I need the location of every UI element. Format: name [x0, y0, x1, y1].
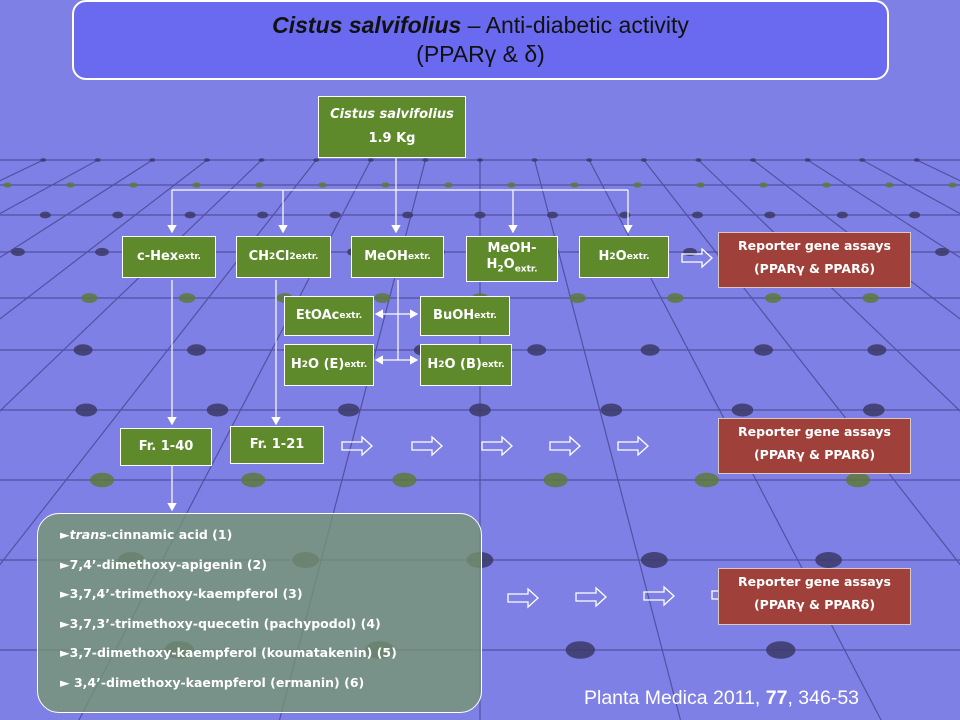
fraction-box-2: Fr. 1-21: [230, 426, 324, 464]
extract-h2o-sub: 2: [609, 252, 616, 262]
citation-pages: , 346-53: [787, 687, 860, 709]
extract-etoac-sub: extr.: [339, 311, 363, 321]
plant-material-name: Cistus salvifolius: [330, 107, 454, 122]
extract-h2o-b-part: H: [427, 357, 439, 372]
flow-arrow-icon: [411, 435, 443, 457]
bullet-icon: ►: [60, 645, 70, 660]
assay-box-3: Reporter gene assays (PPARγ & PPARδ): [718, 568, 911, 625]
page-subtitle: (PPARγ & δ): [416, 41, 545, 67]
compound-item: ►7,4’-dimethoxy-apigenin (2): [60, 554, 481, 584]
flow-arrow-icon: [681, 247, 713, 269]
extract-chex-sub: extr.: [178, 252, 201, 262]
compound-item: ► 3,4’-dimethoxy-kaempferol (ermanin) (6…: [60, 672, 481, 702]
flow-arrow-icon: [575, 586, 607, 608]
extract-meoh-h2o-part: O: [503, 256, 515, 272]
bullet-icon: ►: [60, 586, 70, 601]
assay-2-line1: Reporter gene assays: [738, 424, 891, 439]
compound-name: 3,7,3’-trimethoxy-quecetin (pachypodol) …: [69, 615, 381, 631]
extract-h2o-e-sub: extr.: [344, 360, 368, 370]
extract-meoh-h2o-sub: 2: [497, 264, 504, 275]
extract-h2o-b-part: O (B): [444, 357, 482, 372]
flow-arrow-icon: [507, 587, 539, 609]
extract-buoh-sub: extr.: [474, 311, 497, 321]
title-species: Cistus salvifolius: [272, 12, 462, 38]
compound-prefix: trans: [69, 527, 107, 542]
assay-3-line2: (PPARγ & PPARδ): [753, 597, 876, 612]
assay-3-line1: Reporter gene assays: [738, 574, 891, 589]
extract-etoac-label: EtOAc: [295, 308, 340, 323]
assay-1-line1: Reporter gene assays: [738, 238, 891, 253]
flow-arrow-icon: [643, 585, 675, 607]
extract-meoh-label: MeOH: [364, 249, 408, 264]
compound-item: ►3,7,3’-trimethoxy-quecetin (pachypodol)…: [60, 613, 481, 643]
extract-h2o-part: H: [598, 249, 610, 264]
assay-2-line2: (PPARγ & PPARδ): [753, 447, 876, 462]
extract-ch2cl2-sub: 2extr.: [289, 252, 319, 262]
plant-material-box: Cistus salvifolius 1.9 Kg: [318, 96, 466, 158]
compound-name: -cinnamic acid (1): [106, 527, 233, 542]
assay-box-1: Reporter gene assays (PPARγ & PPARδ): [718, 232, 911, 288]
flow-arrow-icon: [549, 435, 581, 457]
assay-box-2: Reporter gene assays (PPARγ & PPARδ): [718, 418, 911, 474]
bullet-icon: ►: [60, 527, 70, 542]
bullet-icon: ►: [60, 615, 70, 631]
compound-item: ►3,7-dimethoxy-kaempferol (koumatakenin)…: [60, 642, 481, 672]
extract-meoh-h2o-box: MeOH- H2Oextr.: [466, 236, 558, 282]
extract-meoh-h2o-line1: MeOH-: [487, 240, 537, 256]
compound-name: 7,4’-dimethoxy-apigenin (2): [69, 556, 267, 572]
flow-arrow-icon: [617, 435, 649, 457]
extract-buoh-label: BuOH: [433, 308, 475, 323]
extract-h2o-sub: extr.: [626, 252, 650, 262]
extract-ch2cl2-sub: 2: [269, 252, 276, 262]
plant-material-mass: 1.9 Kg: [368, 131, 416, 146]
compound-name: 3,7,4’-trimethoxy-kaempferol (3): [69, 586, 303, 601]
extract-ch2cl2-part: CH: [248, 249, 270, 264]
extract-h2o-b-sub: extr.: [481, 360, 505, 370]
title-box: Cistus salvifolius – Anti-diabetic activ…: [72, 0, 889, 80]
compound-item: ►trans-cinnamic acid (1): [60, 524, 481, 554]
compound-item: ►3,7,4’-trimethoxy-kaempferol (3): [60, 583, 481, 613]
citation: Planta Medica 2011, 77, 346-53: [584, 687, 859, 710]
bullet-icon: ►: [60, 556, 70, 572]
page-title: Cistus salvifolius – Anti-diabetic activ…: [74, 12, 887, 39]
citation-journal: Planta Medica 2011,: [584, 687, 766, 709]
extract-h2o-e-part: O (E): [308, 357, 345, 372]
compound-list: ►trans-cinnamic acid (1)►7,4’-dimethoxy-…: [37, 513, 482, 713]
extract-h2o-part: O: [615, 249, 627, 264]
extract-h2o-e-sub: 2: [301, 360, 308, 370]
compound-name: 3,7-dimethoxy-kaempferol (koumatakenin) …: [69, 645, 397, 660]
extract-h2o-e-part: H: [290, 357, 302, 372]
compound-name: 3,4’-dimethoxy-kaempferol (ermanin) (6): [69, 674, 365, 690]
title-suffix: – Anti-diabetic activity: [461, 12, 689, 38]
extract-chex-label: c-Hex: [137, 249, 179, 264]
flow-arrow-icon: [481, 435, 513, 457]
flow-arrow-icon: [341, 435, 373, 457]
extract-meoh-h2o-sub: extr.: [514, 264, 538, 275]
bullet-icon: ►: [60, 674, 70, 690]
extract-meoh-h2o-line2: H2Oextr.: [486, 257, 537, 278]
extract-meoh-h2o-part: H: [486, 256, 498, 272]
assay-1-line2: (PPARγ & PPARδ): [753, 261, 876, 276]
citation-volume: 77: [765, 687, 788, 709]
extract-meoh-sub: extr.: [407, 252, 431, 262]
extract-ch2cl2-part: Cl: [275, 249, 290, 264]
extract-h2o-b-sub: 2: [438, 360, 445, 370]
fraction-box-1: Fr. 1-40: [120, 428, 212, 466]
